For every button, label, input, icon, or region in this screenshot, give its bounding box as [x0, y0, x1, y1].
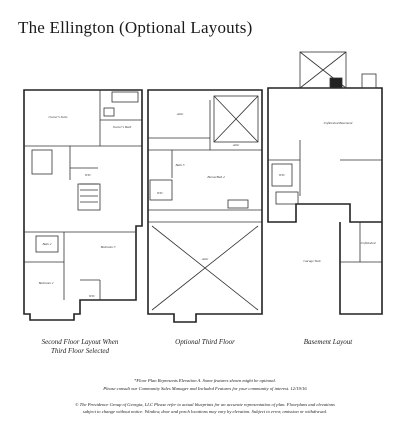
- room-bedroom2: Bedroom 2: [39, 281, 54, 285]
- caption-third-floor: Optional Third Floor: [175, 338, 235, 346]
- basement-walls: [268, 51, 382, 263]
- room-owners-suite: Owner's Suite: [49, 115, 68, 119]
- room-bath3: Bath 3: [176, 163, 185, 167]
- room-wic-second: WIC: [85, 173, 92, 177]
- room-unfinished-basement: Unfinished Basement: [324, 121, 354, 125]
- caption-second-floor: Second Floor Layout When Third Floor Sel…: [41, 338, 119, 355]
- room-attic-1: Attic: [176, 112, 184, 116]
- caption-basement: Basement Layout: [303, 338, 353, 346]
- third-floor-outline: [147, 89, 263, 323]
- note-consult: Please consult our Community Sales Manag…: [103, 386, 307, 391]
- basement-outline: [267, 87, 383, 315]
- room-bath2: Bath 2: [43, 242, 52, 246]
- room-attic-3: Attic: [201, 257, 209, 261]
- note-elevation: *Floor Plan Represents Elevation A. Some…: [134, 378, 276, 383]
- room-wic-basement: WIC: [279, 173, 286, 177]
- note-subject-to-change: subject to change without notice. Window…: [82, 409, 328, 414]
- room-bedroom3: Bedroom 3: [101, 245, 116, 249]
- note-copyright: © The Providence Group of Georgia, LLC P…: [75, 402, 335, 407]
- second-floor-outline: [23, 89, 143, 321]
- third-floor-walls: [148, 95, 262, 311]
- room-attic-2: Attic: [232, 143, 240, 147]
- room-bonus: Bonus/Bed 4: [207, 175, 225, 179]
- room-wic-third: WIC: [157, 191, 164, 195]
- second-floor-walls: [24, 90, 142, 300]
- room-garage: Garage Slab: [303, 259, 321, 263]
- room-unfinished: Unfinished: [361, 241, 376, 245]
- room-owners-bath: Owner's Bath: [113, 125, 132, 129]
- page-title: The Ellington (Optional Layouts): [18, 18, 253, 37]
- room-wic-second-2: WIC: [89, 294, 96, 298]
